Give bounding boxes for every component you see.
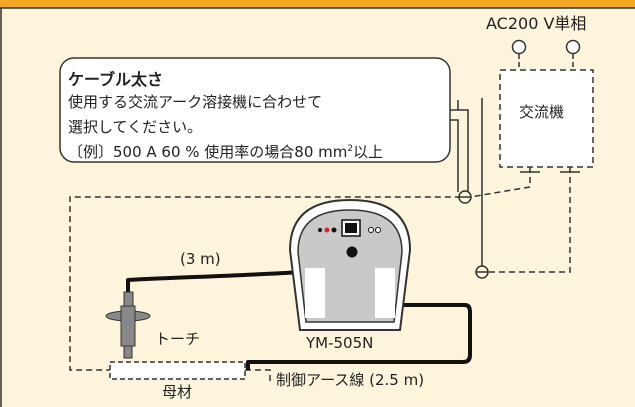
note-line-2: 選択してください。 <box>68 118 203 136</box>
welding-machine <box>288 198 412 331</box>
ac-welder-label: 交流機 <box>519 103 565 121</box>
torch-icon <box>105 291 151 359</box>
control-earth-label: 制御アース線 (2.5 m) <box>276 371 425 389</box>
top-band <box>0 0 635 8</box>
welding-cables <box>126 270 472 370</box>
note-line-3-prefix: 〔例〕500 A 60 % 使用率の場合80 mm <box>68 143 348 161</box>
welder-output-leads <box>69 167 571 382</box>
power-terminals <box>511 39 581 70</box>
ac-welder-box <box>499 69 594 168</box>
cable-note-box <box>59 57 451 163</box>
note-line-3: 〔例〕500 A 60 % 使用率の場合80 mm2以上 <box>68 141 383 162</box>
lamp-red-icon <box>324 227 330 233</box>
top-cable-length: (3 m) <box>180 250 221 268</box>
power-label: AC200 V単相 <box>486 14 587 33</box>
knob-icon <box>346 246 358 258</box>
base-metal-bar <box>109 361 246 380</box>
note-line-3-superscript: 2 <box>347 144 354 154</box>
note-line-3-suffix: 以上 <box>353 143 384 161</box>
note-line-1: 使用する交流アーク溶接機に合わせて <box>68 93 323 111</box>
machine-model: YM-505N <box>306 334 374 352</box>
control-wires <box>448 98 483 272</box>
base-metal-label: 母材 <box>162 383 193 401</box>
torch-label: トーチ <box>155 330 201 348</box>
note-title: ケーブル太さ <box>68 70 164 89</box>
